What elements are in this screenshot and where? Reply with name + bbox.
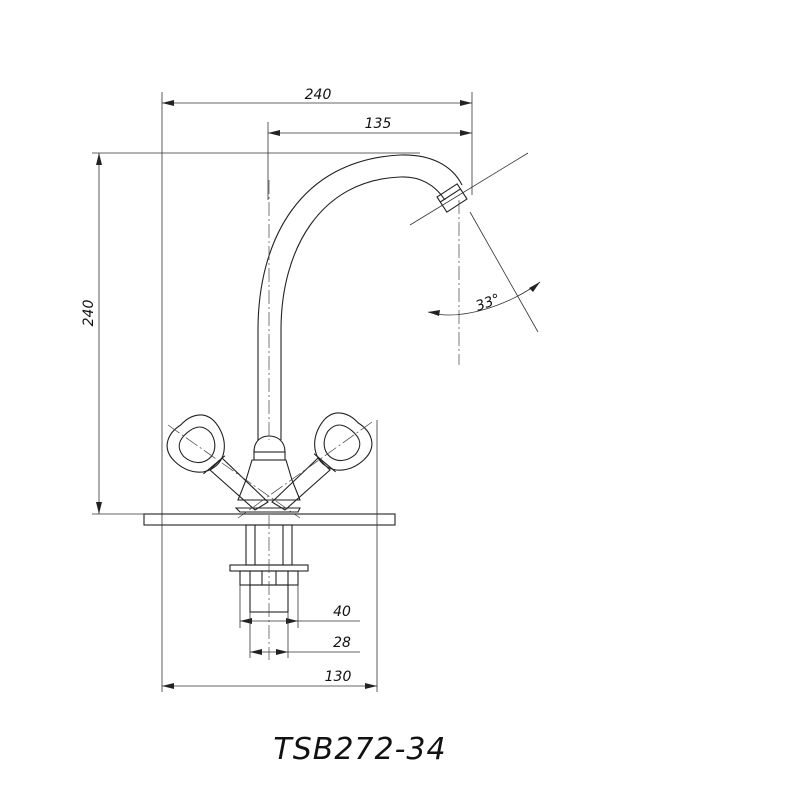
- base-width-label: 130: [325, 669, 352, 685]
- dimension-overall-width: 240: [161, 87, 473, 515]
- dimension-shank-diameter: 28: [249, 612, 360, 658]
- base-plate: [143, 513, 396, 526]
- overall-width-label: 240: [305, 87, 332, 103]
- dimension-height: 240: [81, 152, 420, 515]
- left-handle: [166, 414, 301, 519]
- nut-diameter-label: 40: [333, 604, 351, 620]
- spout-angle-construction: 33°: [409, 152, 541, 365]
- right-handle: [237, 412, 373, 519]
- dimension-spout-reach: 135: [267, 116, 472, 200]
- spout-angle-label: 33°: [474, 291, 503, 315]
- spout-reach-label: 135: [365, 116, 392, 132]
- shank-diameter-label: 28: [333, 635, 351, 651]
- faucet-body: [234, 435, 301, 513]
- mounting-shank: [229, 515, 309, 660]
- model-number: TSB272-34: [273, 732, 447, 767]
- height-label: 240: [81, 300, 97, 327]
- dimension-nut-diameter: 40: [239, 585, 360, 628]
- spout: [257, 154, 468, 440]
- dimension-base-width: 130: [161, 420, 378, 692]
